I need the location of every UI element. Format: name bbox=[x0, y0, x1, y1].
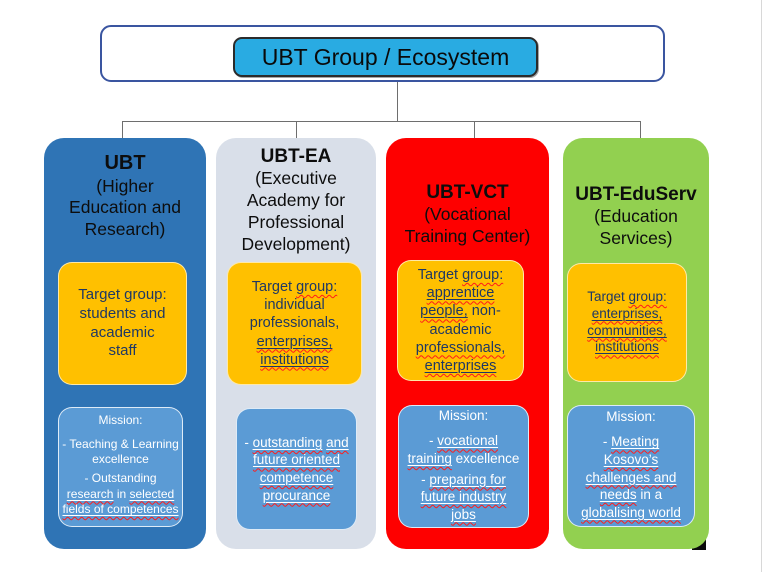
column-name: UBT-EduServ bbox=[575, 184, 697, 205]
column-header-ubt-vct: UBT-VCT (Vocational Training Center) bbox=[386, 138, 549, 248]
connector-title-stem bbox=[397, 82, 398, 121]
column-header-ubt-eduserv: UBT-EduServ (Education Services) bbox=[563, 138, 709, 250]
mission-heading: Mission: bbox=[98, 413, 143, 428]
column-header-ubt: UBT (Higher Education and Research) bbox=[44, 138, 206, 241]
connector-drop-ubt-vct bbox=[474, 121, 475, 139]
column-ubt-ea: UBT-EA (Executive Academy for Profession… bbox=[216, 138, 376, 549]
column-name: UBT-VCT bbox=[426, 182, 509, 203]
column-header-ubt-ea: UBT-EA (Executive Academy for Profession… bbox=[216, 138, 376, 256]
column-ubt-eduserv: UBT-EduServ (Education Services) Target … bbox=[563, 138, 709, 549]
column-name: UBT-EA bbox=[260, 146, 332, 167]
target-group-box-ubt-eduserv: Target group:enterprises,communities,ins… bbox=[567, 263, 687, 382]
column-description: (Higher Education and Research) bbox=[69, 175, 181, 240]
column-description: (Executive Academy for Professional Deve… bbox=[241, 168, 351, 255]
column-name: UBT bbox=[104, 152, 146, 174]
connector-drop-ubt-eduserv bbox=[640, 121, 641, 139]
slide-right-edge bbox=[761, 0, 762, 572]
connector-horizontal-bar bbox=[122, 121, 640, 122]
mission-heading: Mission: bbox=[438, 407, 489, 423]
target-group-text: Target group:enterprises,communities,ins… bbox=[587, 288, 667, 355]
connector-drop-ubt bbox=[122, 121, 123, 139]
column-ubt: UBT (Higher Education and Research) Targ… bbox=[44, 138, 206, 549]
column-description: (Education Services) bbox=[594, 206, 678, 249]
column-description: (Vocational Training Center) bbox=[404, 204, 531, 247]
column-ubt-vct: UBT-VCT (Vocational Training Center) Tar… bbox=[386, 138, 549, 549]
mission-heading: Mission: bbox=[606, 408, 656, 424]
diagram-title: UBT Group / Ecosystem bbox=[233, 37, 538, 77]
connector-drop-ubt-ea bbox=[296, 121, 297, 139]
